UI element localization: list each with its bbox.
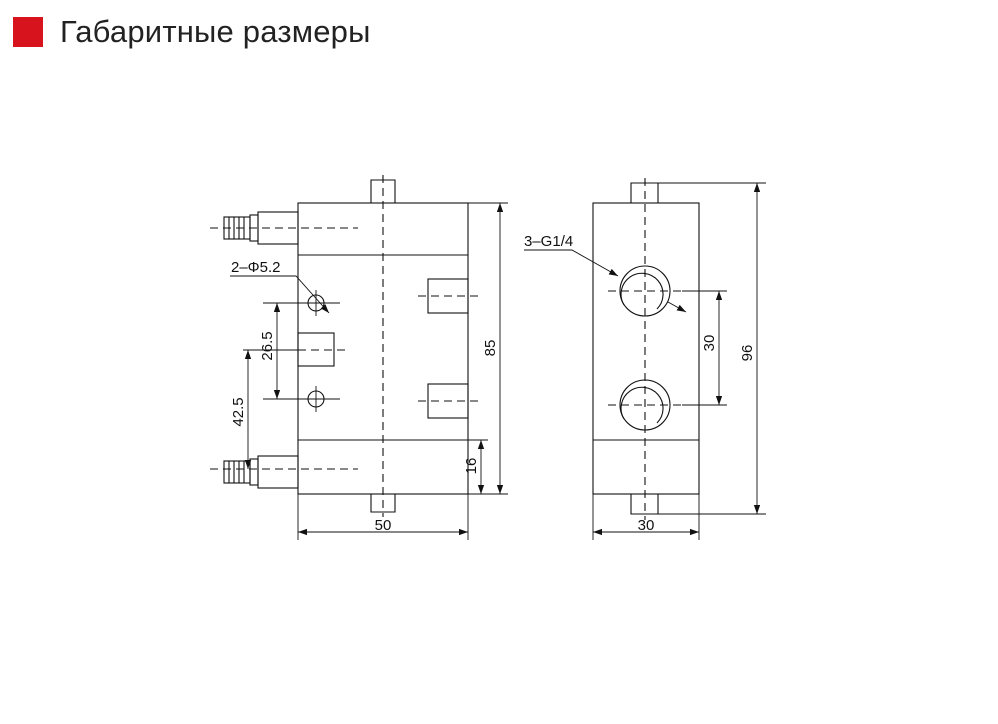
side-port-lower	[608, 379, 682, 431]
label-ports: 3–G1/4	[524, 233, 573, 250]
front-view: 2–Φ5.2 26.5 42.5 85 16 50	[210, 175, 508, 540]
right-port-lower	[427, 383, 469, 419]
label-26-5: 26.5	[259, 331, 276, 360]
label-side-width: 30	[638, 517, 655, 534]
label-hole-diameter: 2–Φ5.2	[231, 259, 281, 276]
top-fitting	[210, 211, 358, 245]
page-title: Габаритные размеры	[60, 14, 371, 49]
side-body	[592, 202, 700, 495]
label-96: 96	[739, 345, 756, 362]
label-50: 50	[375, 517, 392, 534]
right-port-upper	[427, 278, 469, 314]
bottom-fitting	[210, 455, 358, 489]
side-bottom-tab	[630, 494, 659, 515]
side-view: 3–G1/4 30 96 30	[524, 178, 766, 540]
bottom-tab	[370, 494, 396, 513]
label-port-spacing: 30	[701, 335, 718, 352]
label-85: 85	[482, 340, 499, 357]
header: Габаритные размеры	[13, 12, 371, 52]
label-16: 16	[463, 458, 480, 475]
red-square-marker	[13, 17, 43, 47]
side-port-upper	[608, 265, 682, 317]
mounting-hole-lower	[263, 386, 340, 412]
label-42-5: 42.5	[230, 397, 247, 426]
